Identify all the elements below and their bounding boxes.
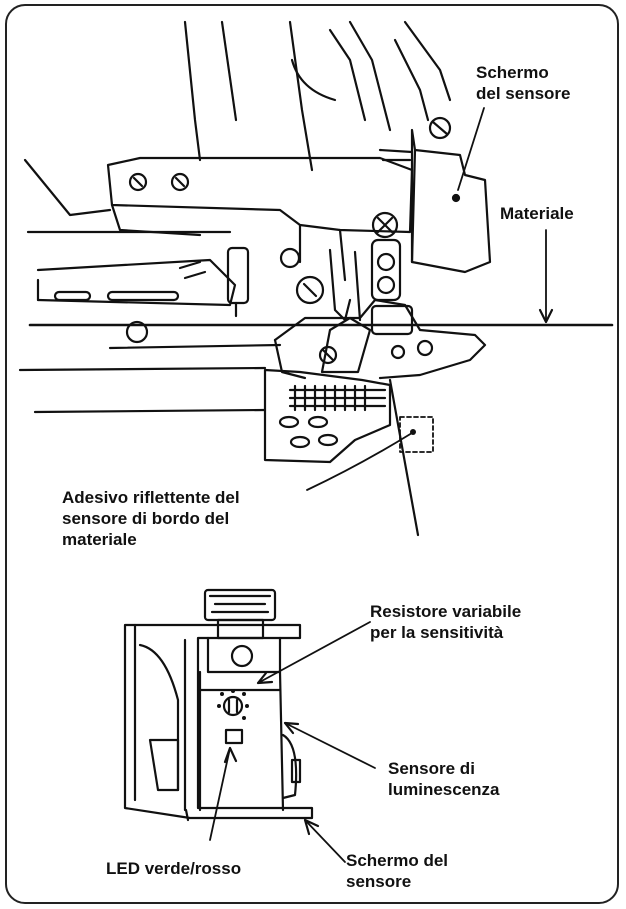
leader-lines-bottom	[209, 621, 376, 863]
sensor-shield-part	[378, 116, 492, 274]
leader-lines-top	[306, 107, 554, 491]
feed-plate	[23, 158, 237, 344]
label-sensor-shield-top: Schermo del sensore	[476, 63, 571, 103]
label-variable-resistor: Resistore variabile per la sensitività	[370, 602, 522, 642]
label-material: Materiale	[500, 204, 574, 223]
tension-screw	[370, 211, 402, 302]
label-sensor-shield-bottom: Schermo del sensore	[346, 851, 449, 891]
material-edge	[18, 323, 614, 537]
figure-frame	[5, 4, 619, 904]
needle-and-foot	[226, 246, 487, 380]
sensor-unit	[123, 588, 314, 822]
reflective-tape-marker	[399, 416, 434, 453]
label-led: LED verde/rosso	[106, 859, 242, 878]
machine-arm	[183, 20, 452, 172]
label-light-sensor: Sensore di luminescenza	[388, 759, 500, 799]
presser-bar-bracket	[106, 156, 414, 282]
label-reflective-tape: Adesivo riflettente del sensore di bordo…	[62, 488, 240, 549]
throat-plate	[263, 368, 392, 464]
